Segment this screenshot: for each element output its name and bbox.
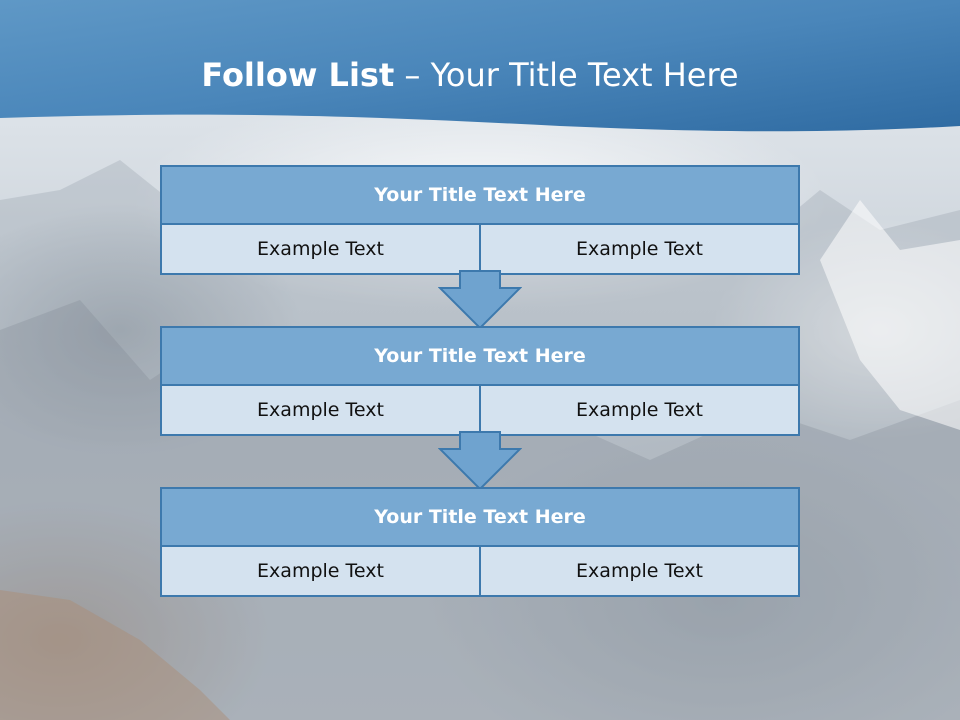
down-arrow-icon [438, 431, 522, 491]
slide-title: Follow List – Your Title Text Here [0, 52, 940, 98]
header-banner [0, 0, 960, 132]
step-row: Example Text Example Text [162, 547, 798, 595]
step-box-3: Your Title Text Here Example Text Exampl… [160, 487, 800, 597]
step-title: Your Title Text Here [162, 328, 798, 386]
step-row: Example Text Example Text [162, 225, 798, 273]
step-cell-left: Example Text [162, 386, 479, 434]
slide-title-bold: Follow List [201, 56, 395, 94]
step-title: Your Title Text Here [162, 167, 798, 225]
step-cell-right: Example Text [479, 547, 798, 595]
step-cell-right: Example Text [479, 225, 798, 273]
step-box-2: Your Title Text Here Example Text Exampl… [160, 326, 800, 436]
step-cell-right: Example Text [479, 386, 798, 434]
slide-title-rest: – Your Title Text Here [404, 56, 739, 94]
step-title: Your Title Text Here [162, 489, 798, 547]
step-cell-left: Example Text [162, 547, 479, 595]
down-arrow-icon [438, 270, 522, 330]
step-cell-left: Example Text [162, 225, 479, 273]
step-box-1: Your Title Text Here Example Text Exampl… [160, 165, 800, 275]
step-row: Example Text Example Text [162, 386, 798, 434]
